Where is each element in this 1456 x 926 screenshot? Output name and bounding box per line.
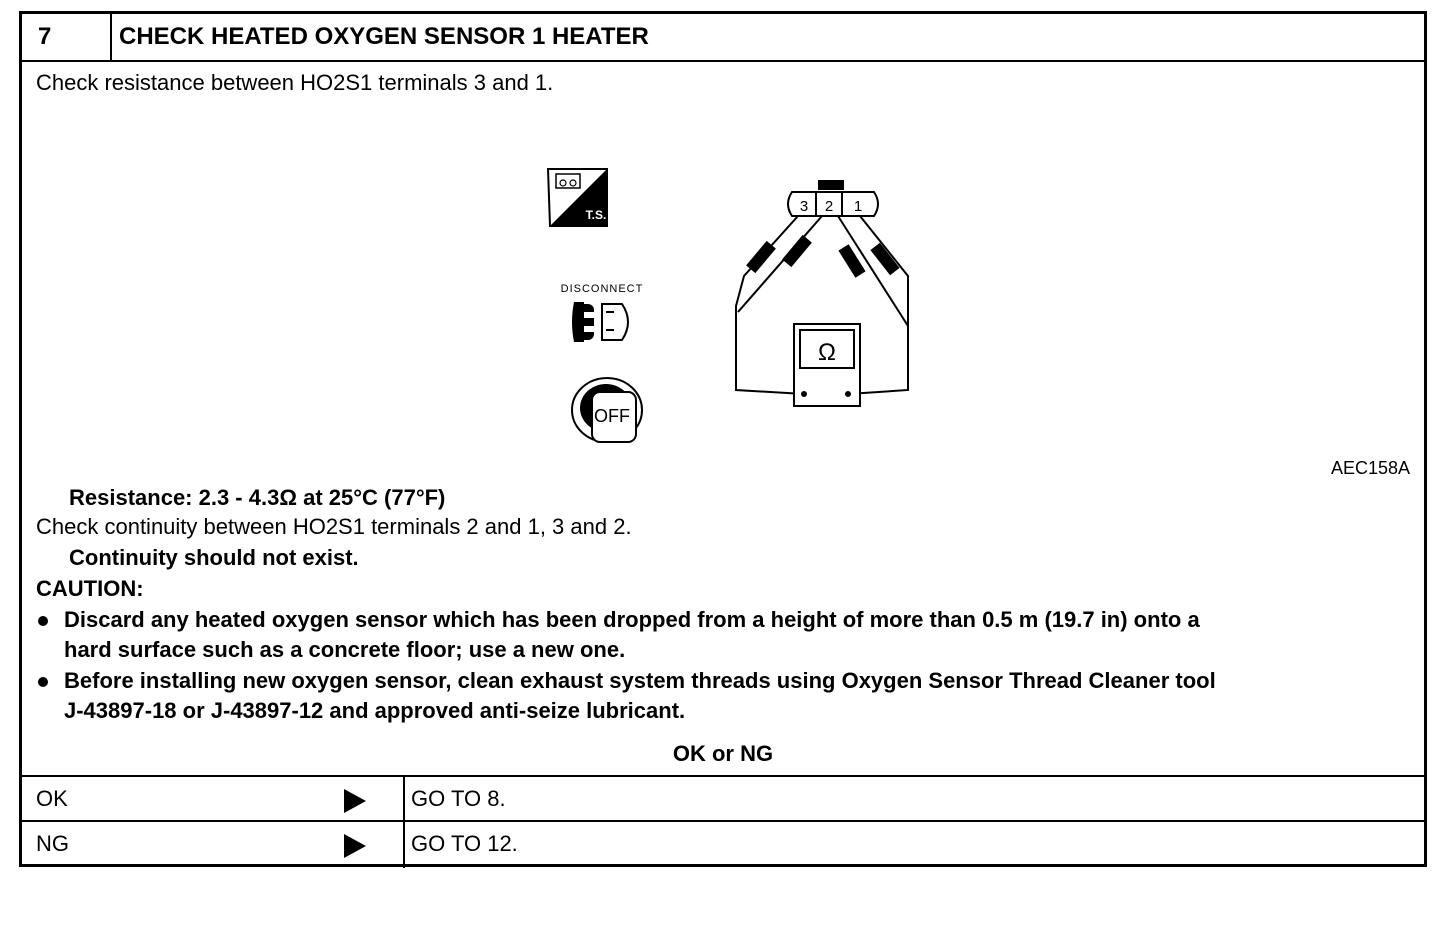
caution-item-2-line-1: Before installing new oxygen sensor, cle… [64, 668, 1216, 693]
off-label: OFF [594, 406, 630, 426]
tester-icon-label: T.S. [586, 208, 607, 222]
tester-icon: T.S. [546, 168, 608, 227]
ho2s1-connector: 3 2 1 [787, 180, 879, 217]
step-number: 7 [22, 14, 112, 60]
instruction-continuity: Check continuity between HO2S1 terminals… [36, 514, 632, 539]
caution-heading: CAUTION: [36, 576, 144, 601]
instruction-resistance: Check resistance between HO2S1 terminals… [36, 70, 554, 95]
probe-leads [735, 215, 909, 395]
result-ok-label: OK [36, 786, 68, 811]
result-ok-action: GO TO 8. [411, 786, 506, 811]
terminal-3-label: 3 [800, 198, 808, 215]
ohmmeter: Ω [793, 323, 861, 407]
terminal-1-label: 1 [854, 198, 862, 215]
result-prompt: OK or NG [672, 741, 774, 766]
resistance-spec: Resistance: 2.3 - 4.3Ω at 25°C (77°F) [69, 485, 446, 510]
terminal-2-label: 2 [825, 198, 833, 215]
procedure-step-table: 7 CHECK HEATED OXYGEN SENSOR 1 HEATER Ch… [19, 11, 1427, 868]
wiring-diagram-figure: T.S. DISCONNECT OFF 3 2 1 [546, 168, 909, 443]
arrow-right-icon [344, 789, 366, 813]
ignition-off-icon: OFF [571, 377, 643, 443]
divider [403, 776, 405, 868]
step-header: 7 CHECK HEATED OXYGEN SENSOR 1 HEATER [22, 14, 1424, 62]
result-ng-label: NG [36, 831, 69, 856]
figure-code: AEC158A [1330, 458, 1410, 478]
continuity-note: Continuity should not exist. [69, 545, 359, 570]
caution-item-1-line-1: Discard any heated oxygen sensor which h… [64, 607, 1200, 632]
ohm-symbol: Ω [818, 339, 836, 366]
disconnect-icon: DISCONNECT [561, 283, 644, 342]
arrow-right-icon [344, 834, 366, 858]
result-ng-action: GO TO 12. [411, 831, 518, 856]
step-title: CHECK HEATED OXYGEN SENSOR 1 HEATER [119, 23, 649, 50]
divider [22, 820, 1424, 822]
caution-item-2-line-2: J-43897-18 or J-43897-12 and approved an… [64, 698, 686, 723]
divider [22, 775, 1424, 777]
caution-item-1-line-2: hard surface such as a concrete floor; u… [64, 637, 626, 662]
bullet-icon [38, 616, 48, 626]
bullet-icon [38, 677, 48, 687]
disconnect-label: DISCONNECT [561, 283, 644, 295]
